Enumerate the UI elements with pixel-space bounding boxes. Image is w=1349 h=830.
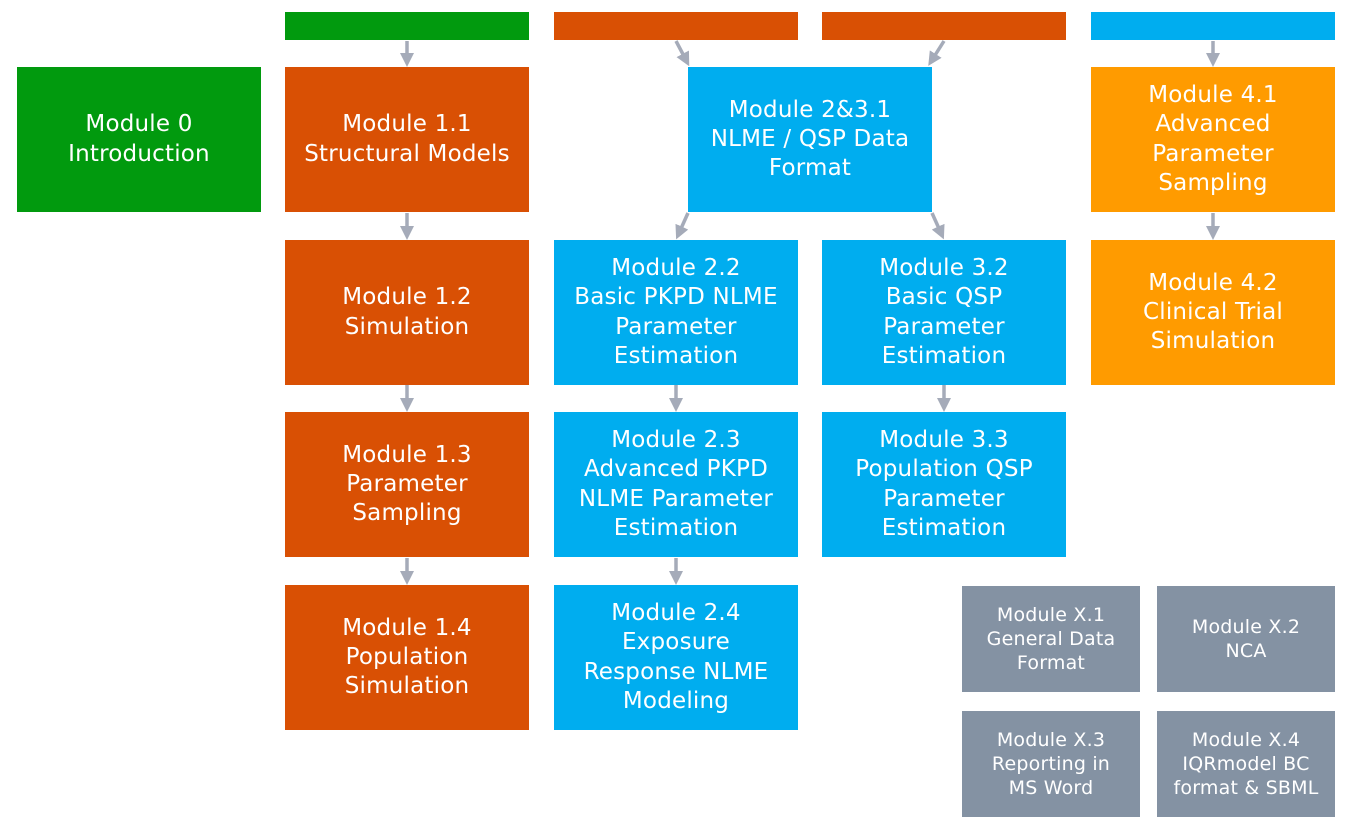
arrow-bar3-m231 xyxy=(928,40,946,66)
track-bar-2 xyxy=(554,12,798,40)
module-3-3: Module 3.3 Population QSP Parameter Esti… xyxy=(822,412,1066,557)
track-bar-3 xyxy=(822,12,1066,40)
module-3-2: Module 3.2 Basic QSP Parameter Estimatio… xyxy=(822,240,1066,385)
module-1-4: Module 1.4 Population Simulation xyxy=(285,585,529,730)
arrow-m231-m32 xyxy=(930,212,945,240)
module-x-4: Module X.4 IQRmodel BC format & SBML xyxy=(1157,711,1335,817)
module-2-4: Module 2.4 Exposure Response NLME Modeli… xyxy=(554,585,798,730)
module-1-3: Module 1.3 Parameter Sampling xyxy=(285,412,529,557)
module-2-2: Module 2.2 Basic PKPD NLME Parameter Est… xyxy=(554,240,798,385)
arrow-m231-m22 xyxy=(675,212,690,240)
module-2-3-1: Module 2&3.1 NLME / QSP Data Format xyxy=(688,67,932,212)
module-2-3: Module 2.3 Advanced PKPD NLME Parameter … xyxy=(554,412,798,557)
module-x-2: Module X.2 NCA xyxy=(1157,586,1335,692)
track-bar-1 xyxy=(285,12,529,40)
module-x-1: Module X.1 General Data Format xyxy=(962,586,1140,692)
module-0: Module 0 Introduction xyxy=(17,67,261,212)
track-bar-4 xyxy=(1091,12,1335,40)
module-x-3: Module X.3 Reporting in MS Word xyxy=(962,711,1140,817)
arrow-bar2-m231 xyxy=(674,40,690,67)
module-4-2: Module 4.2 Clinical Trial Simulation xyxy=(1091,240,1335,385)
module-1-1: Module 1.1 Structural Models xyxy=(285,67,529,212)
module-4-1: Module 4.1 Advanced Parameter Sampling xyxy=(1091,67,1335,212)
module-1-2: Module 1.2 Simulation xyxy=(285,240,529,385)
